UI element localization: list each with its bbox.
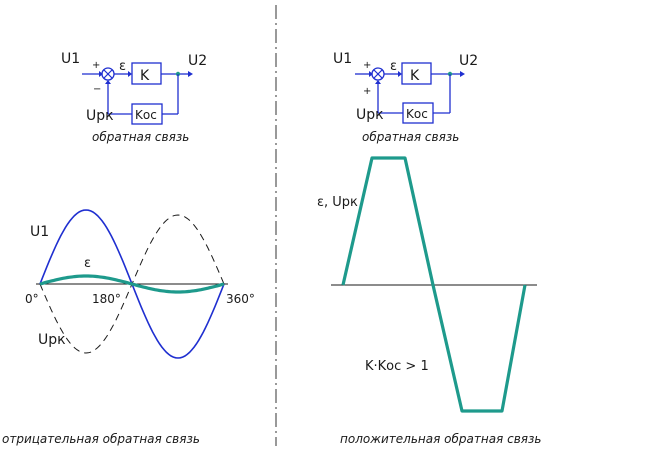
right-bottom-caption: положительная обратная связь [340,432,541,446]
right-feedback-block-label: Kос [406,107,428,121]
right-block-diagram: U1 + + ε K U2 Kос Uрк обратная связь [333,51,478,144]
right-gain-label: K [410,68,420,84]
right-output-label: U2 [459,53,478,69]
right-waveform-plot: ε, Uрк K·Kос > 1 [317,156,537,413]
left-sign-bottom: − [93,84,101,95]
left-urk-label: Uрк [38,332,66,348]
left-gain-label: K [140,68,150,84]
right-eps-urk-label: ε, Uрк [317,195,358,210]
left-waveform-plot: U1 ε Uрк 0° 180° 360° [25,209,255,359]
right-condition-label: K·Kос > 1 [365,359,429,374]
left-output-label: U2 [188,53,207,69]
left-eps-curve [39,274,225,294]
right-feedback-signal-label: Uрк [356,107,384,123]
right-sign-top: + [363,60,371,71]
left-input-arrow [99,71,103,77]
left-u1-label: U1 [30,224,49,240]
left-tick-360: 360° [226,292,255,306]
left-input-label: U1 [61,51,80,67]
left-sign-top: + [92,60,100,71]
left-feedback-signal-label: Uрк [86,108,114,124]
left-error-label: ε [119,59,126,74]
left-eps-label: ε [84,256,91,271]
left-tick-0: 0° [25,292,39,306]
right-sign-bottom: + [363,86,371,97]
right-diagram-caption: обратная связь [362,130,459,144]
right-eps-urk-curve [341,156,527,413]
left-tick-180: 180° [92,292,121,306]
left-feedback-block-label: Kос [135,108,157,122]
left-diagram-caption: обратная связь [92,130,189,144]
left-block-diagram: U1 + − ε K U2 Kос Uрк обратная связь [61,51,207,144]
right-input-label: U1 [333,51,352,67]
left-bottom-caption: отрицательная обратная связь [2,432,200,446]
right-error-label: ε [390,59,397,74]
